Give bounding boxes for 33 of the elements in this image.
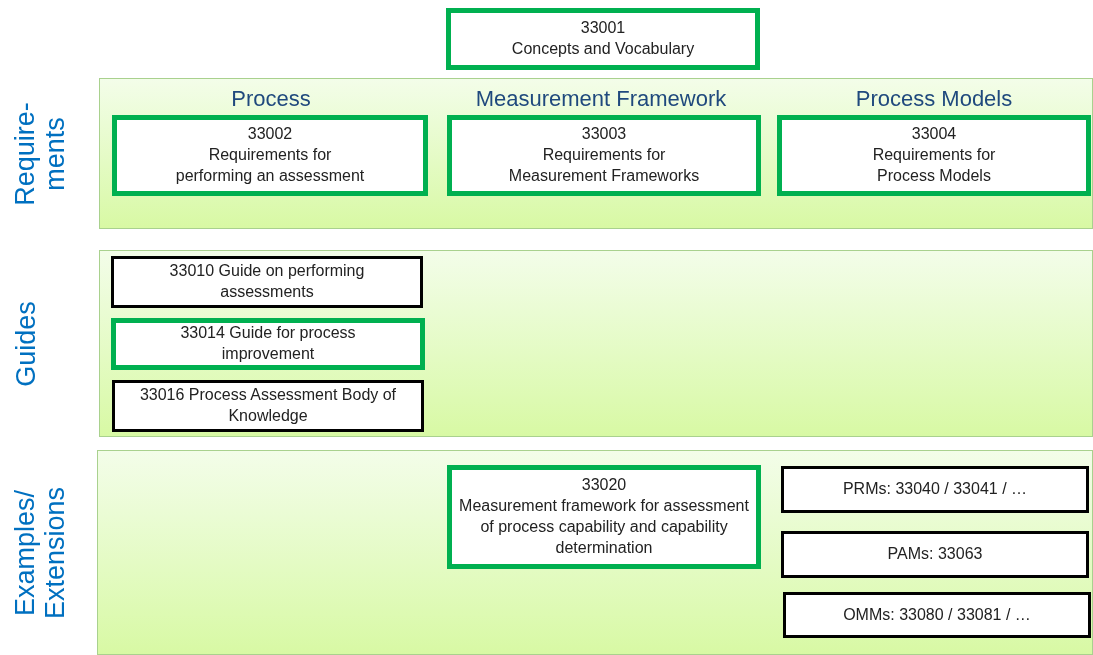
column-heading: Measurement Framework — [475, 85, 727, 113]
standard-box — [781, 531, 1089, 578]
row-label: Guides — [12, 299, 42, 389]
column-heading: Process — [231, 85, 311, 113]
standard-box — [781, 466, 1089, 513]
standard-box — [446, 8, 760, 70]
standard-box — [777, 115, 1091, 196]
standard-box — [112, 380, 424, 432]
box-title: 33002 — [247, 124, 293, 145]
box-title: PAMs: 33063 — [887, 544, 983, 565]
standard-box — [783, 592, 1091, 638]
box-text: Requirements for performing an assessment — [174, 145, 366, 186]
box-title: PRMs: 33040 / 33041 / … — [842, 479, 1028, 500]
box-text: Requirements for Process Models — [871, 145, 997, 186]
standard-box — [447, 115, 761, 196]
box-title: 33001 — [580, 18, 626, 39]
box-title: 33014 Guide for process improvement — [179, 323, 357, 364]
box-text: Concepts and Vocabulary — [511, 39, 695, 59]
row-label: Require- ments — [11, 100, 71, 208]
box-text: Measurement framework for assessment of process capability and capability determination — [458, 496, 750, 558]
standard-box — [447, 465, 761, 569]
row-label: Examples/ Extensions — [11, 485, 71, 621]
standard-box — [111, 318, 425, 370]
column-heading: Process Models — [855, 85, 1013, 113]
box-text: Requirements for Measurement Frameworks — [507, 145, 701, 186]
box-title: 33010 Guide on performing assessments — [168, 261, 366, 302]
standard-box — [112, 115, 428, 196]
box-title: 33016 Process Assessment Body of Knowledge — [138, 385, 398, 426]
box-title: 33003 — [581, 124, 627, 145]
box-title: 33020 — [581, 475, 627, 496]
box-title: OMMs: 33080 / 33081 / … — [843, 604, 1031, 625]
box-title: 33004 — [911, 124, 957, 145]
standard-box — [111, 256, 423, 308]
